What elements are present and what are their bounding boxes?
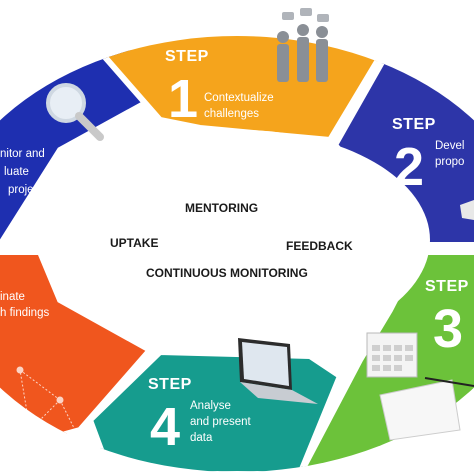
monitor-text-line1: nitor and [0,148,45,160]
monitor-text-line2: luate [4,166,29,178]
laptop-icon [238,338,318,404]
step-2-label: STEP [392,116,436,133]
disseminate-text-line1: inate [0,291,25,303]
step-3-number: 3 [433,299,464,359]
document-icon [460,200,474,220]
center-feedback: FEEDBACK [286,239,353,253]
step-3-label: STEP [425,278,469,295]
network-icon [11,366,84,449]
monitor-text-line3: project [8,184,43,196]
center-ellipse [50,130,430,350]
center-continuous-monitoring: CONTINUOUS MONITORING [146,266,308,280]
step-4-label: STEP [148,376,192,393]
step-2-text-line1: Devel [435,140,465,152]
magnifier-icon [46,83,104,141]
segment-step-1 [85,36,395,144]
step-4-text-line3: data [190,432,213,444]
calendar-icon [366,332,474,441]
step-1-number: 1 [168,69,199,129]
disseminate-text-line2: h findings [0,307,50,319]
center-mentoring: MENTORING [185,201,259,215]
step-1-text-line2: challenges [204,108,259,120]
center-uptake: UPTAKE [110,236,159,250]
segment-step-3 [295,249,474,472]
step-1-text-line1: Contextualize [204,92,274,104]
step-4-number: 4 [150,397,181,457]
step-2-number: 2 [394,137,425,197]
step-4-text-line2: and present [190,416,251,428]
step-1-label: STEP [165,48,209,65]
people-talking-icon [277,8,329,82]
step-4-text-line1: Analyse [190,400,231,412]
segment-disseminate [0,249,155,472]
step-2-text-line2: propo [435,156,465,168]
